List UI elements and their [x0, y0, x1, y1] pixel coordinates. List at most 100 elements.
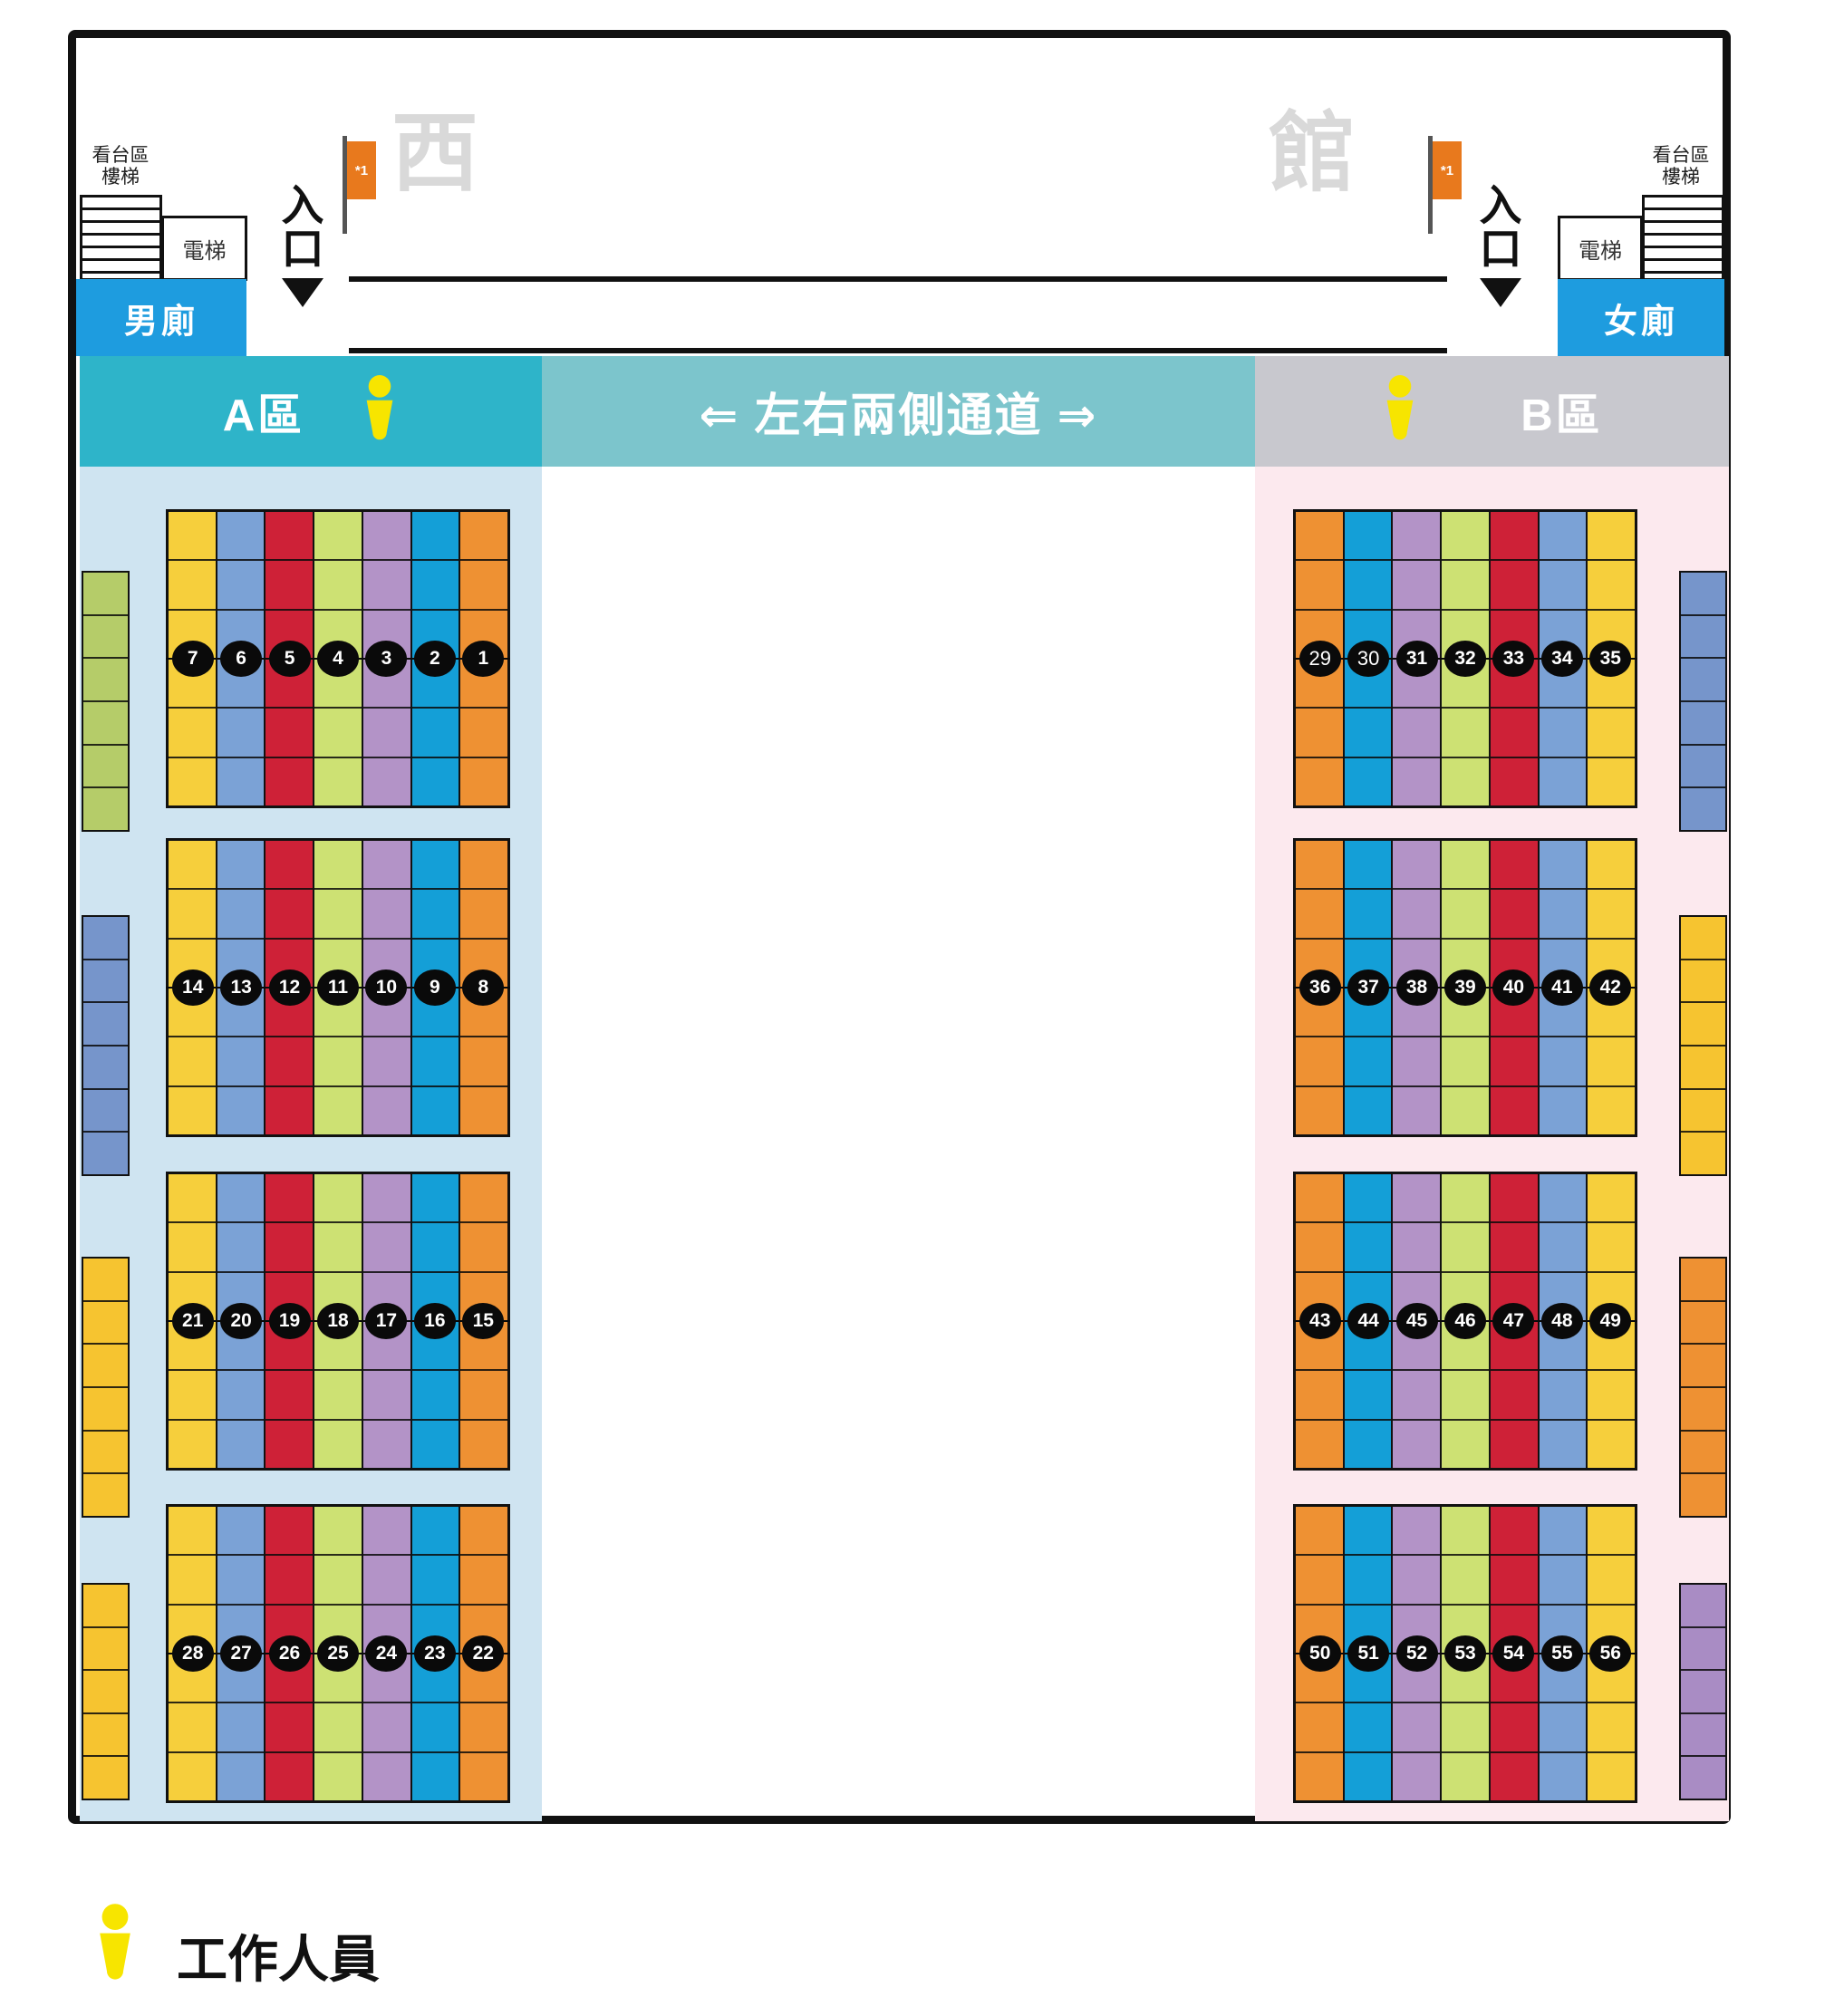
seat-cell — [1442, 1753, 1489, 1800]
booth-number: 22 — [462, 1635, 505, 1672]
seat-cell — [362, 989, 410, 1038]
seat-cell — [314, 1087, 362, 1134]
seat-cell — [460, 709, 508, 758]
flag-pole — [343, 136, 347, 234]
seat-cell — [1442, 890, 1489, 940]
seat-cell — [362, 561, 410, 611]
seat-cell — [1344, 841, 1392, 891]
seat-cell — [1681, 917, 1725, 960]
seat-cell — [169, 841, 216, 891]
booth-number: 32 — [1444, 641, 1486, 677]
flag-marker: *1 — [347, 141, 376, 199]
seat-cell — [1681, 1432, 1725, 1475]
seat-cell — [1345, 1421, 1392, 1468]
seat-cell — [265, 512, 314, 562]
wall-seat-strip-a4 — [82, 1583, 130, 1800]
seat-cell — [1588, 561, 1636, 611]
seat-cell — [83, 1302, 128, 1346]
seat-cell — [1393, 512, 1441, 562]
seat-cell — [314, 1223, 362, 1273]
seat-cell — [1296, 1223, 1343, 1273]
booth-number: 12 — [268, 969, 311, 1006]
seat-cell — [217, 1087, 265, 1134]
seat-cell — [314, 890, 362, 940]
seat-cell — [265, 758, 313, 805]
seat-cell — [1681, 1757, 1725, 1799]
zone-a-banner: A區 — [80, 356, 542, 467]
legend: 工作人員 — [93, 1899, 380, 1993]
seat-cell — [217, 1654, 265, 1704]
seat-cell — [411, 1371, 459, 1421]
seat-cell — [1490, 1371, 1538, 1421]
seat-cell — [362, 1037, 410, 1087]
booth-number: 27 — [220, 1635, 263, 1672]
seat-cell — [411, 561, 459, 611]
seat-cell — [1588, 1556, 1636, 1606]
seat-cell — [217, 561, 265, 611]
seat-cell — [169, 1703, 216, 1753]
seat-cell — [217, 709, 265, 758]
seat-cell — [1296, 1654, 1343, 1704]
flag-right: *1 — [1428, 136, 1464, 236]
seat-cell — [83, 1003, 128, 1047]
seat-cell — [1681, 1628, 1725, 1672]
booth-number: 45 — [1395, 1303, 1438, 1339]
seat-cell — [314, 512, 362, 562]
seat-cell — [169, 1322, 216, 1372]
seat-cell — [83, 1090, 128, 1133]
flag-pole — [1428, 136, 1433, 234]
seat-cell — [83, 1047, 128, 1090]
elevator-left: 電梯 — [161, 216, 247, 281]
seat-cell — [460, 1174, 508, 1224]
booth-number: 35 — [1589, 641, 1632, 677]
booth-number: 1 — [462, 641, 505, 677]
booth-number: 46 — [1444, 1303, 1486, 1339]
seat-cell — [83, 1714, 128, 1758]
seat-cell — [265, 1037, 314, 1087]
seat-cell — [1344, 1322, 1392, 1372]
seat-cell — [1491, 758, 1538, 805]
seat-cell — [217, 1037, 265, 1087]
entrance-right: 入口 — [1477, 184, 1524, 307]
arrow-down-icon — [282, 277, 323, 307]
seat-cell — [1393, 561, 1441, 611]
arrow-down-icon — [1480, 277, 1521, 307]
seat-cell — [1344, 1507, 1392, 1557]
zone-a-label: A區 — [222, 391, 305, 440]
booth-number: 33 — [1492, 641, 1535, 677]
flag-marker: *1 — [1433, 141, 1462, 199]
seat-cell — [1393, 1507, 1441, 1557]
seat-cell — [460, 561, 508, 611]
seat-cell — [83, 1757, 128, 1799]
seat-cell — [1442, 512, 1489, 562]
booth-number: 40 — [1492, 969, 1535, 1006]
seat-cell — [217, 1223, 265, 1273]
seat-cell — [217, 1421, 265, 1468]
seat-cell — [83, 746, 128, 789]
booth-number: 52 — [1395, 1635, 1438, 1672]
seat-cell — [460, 660, 508, 709]
seat-cell — [460, 1703, 508, 1753]
seat-cell — [1296, 1087, 1343, 1134]
seat-cell — [265, 1507, 314, 1557]
seat-cell — [1681, 1474, 1725, 1516]
hall-title-hall: 館 — [1269, 105, 1356, 202]
booth-number: 5 — [268, 641, 311, 677]
seat-cell — [1296, 660, 1343, 709]
seat-cell — [1490, 841, 1538, 891]
seat-cell — [1296, 1322, 1343, 1372]
seat-cell — [217, 841, 265, 891]
seat-cell — [169, 989, 216, 1038]
seat-cell — [411, 1322, 459, 1372]
seat-cell — [460, 841, 508, 891]
booth-number: 17 — [365, 1303, 408, 1339]
booth-number: 36 — [1299, 969, 1341, 1006]
seat-cell — [362, 1371, 410, 1421]
seat-cell — [1393, 1556, 1441, 1606]
seat-cell — [314, 1174, 362, 1224]
seat-cell — [362, 1556, 410, 1606]
seat-cell — [265, 1223, 314, 1273]
seat-cell — [1344, 1703, 1392, 1753]
